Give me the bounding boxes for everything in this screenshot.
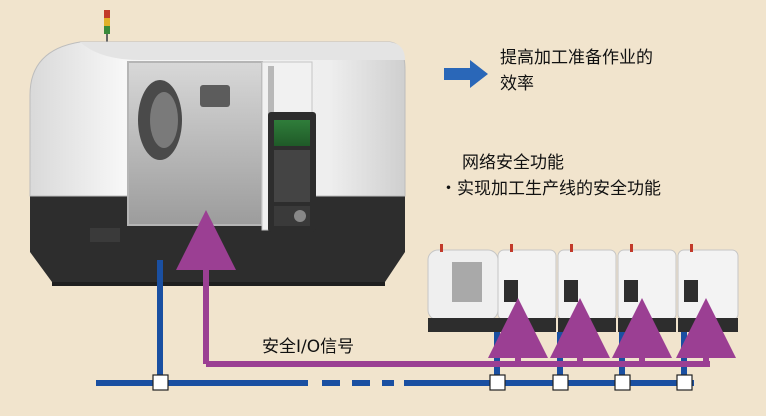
- small-cnc-machine-1: [427, 244, 499, 332]
- small-cnc-machine-2: [497, 244, 557, 332]
- network-nodes: [152, 374, 693, 391]
- benefit-line-1: 提高加工准备作业的: [500, 48, 653, 68]
- right-arrow-icon: [444, 60, 488, 88]
- network-node-icon: [676, 374, 693, 391]
- small-cnc-machine-4: [617, 244, 677, 332]
- network-node-icon: [152, 374, 169, 391]
- small-cnc-machine-5: [677, 244, 739, 332]
- safety-signal-lines: [176, 210, 736, 367]
- benefit-line-2: 效率: [500, 74, 534, 94]
- control-panel-icon: [268, 112, 316, 232]
- safety-io-signal-label: 安全I/O信号: [262, 337, 355, 357]
- network-node-icon: [614, 374, 631, 391]
- main-cnc-machine: [29, 10, 406, 286]
- network-node-icon: [489, 374, 506, 391]
- machine-row: [427, 244, 739, 332]
- network-safety-title: 网络安全功能: [462, 153, 564, 173]
- network-safety-bullet: ・实现加工生产线的安全功能: [440, 179, 661, 199]
- small-cnc-machine-3: [557, 244, 617, 332]
- network-node-icon: [552, 374, 569, 391]
- signal-tower-icon: [104, 10, 110, 42]
